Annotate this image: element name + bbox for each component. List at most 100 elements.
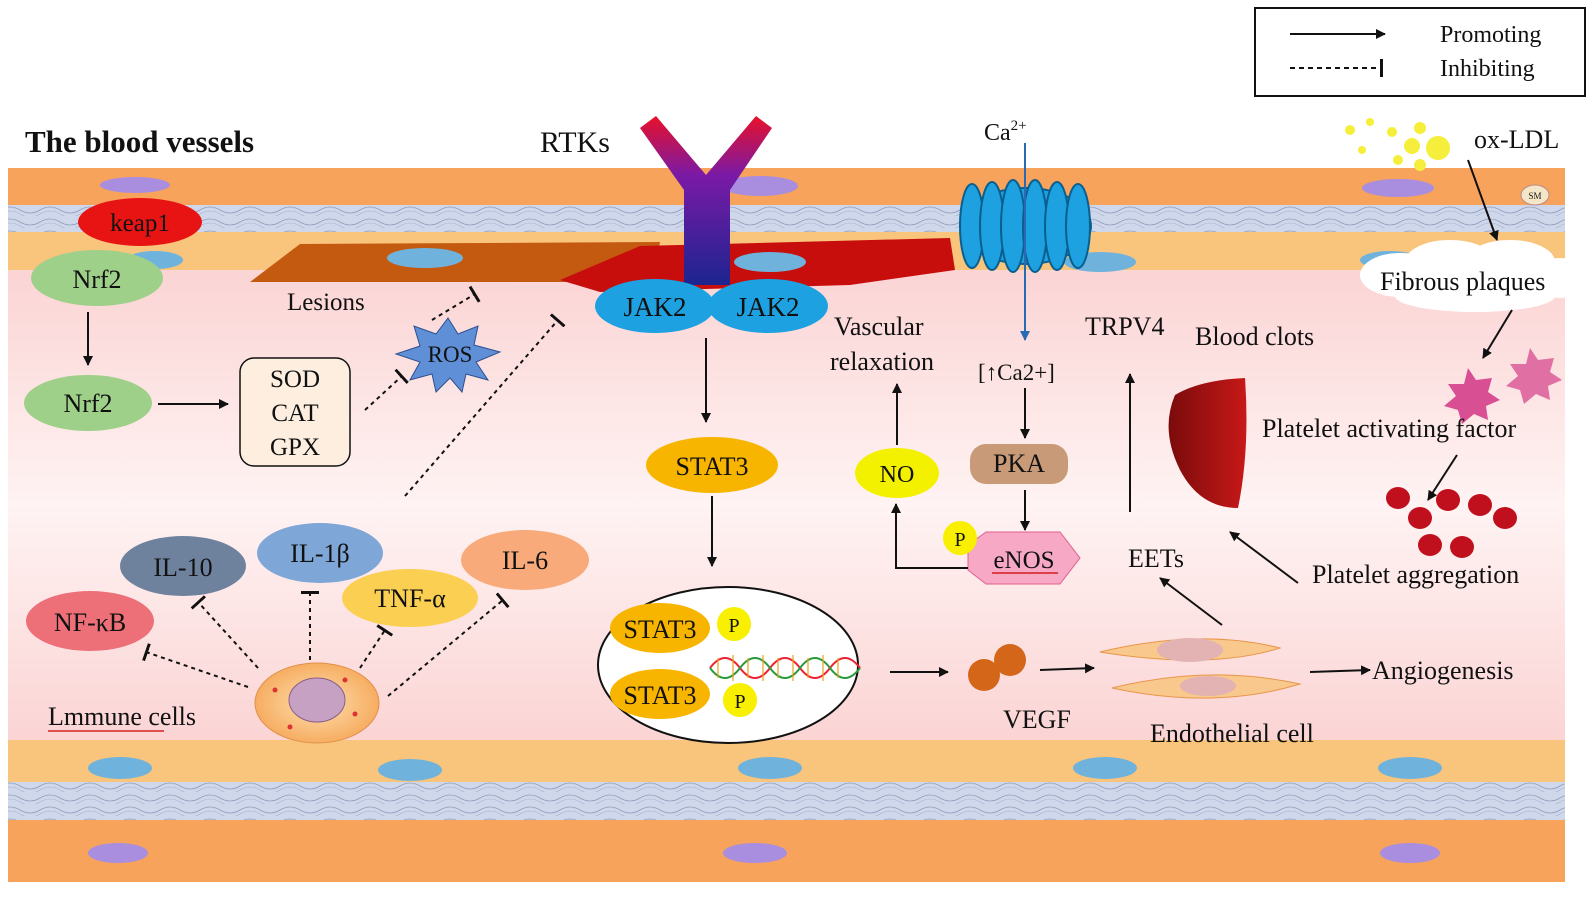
vegf-label: VEGF: [1003, 705, 1071, 734]
vegf-particle: [968, 659, 1000, 691]
blood-clots-label: Blood clots: [1195, 322, 1314, 351]
endothelial-nucleus: [1157, 638, 1223, 662]
lesions-label: Lesions: [287, 289, 365, 316]
tnfa-label: TNF-α: [374, 584, 446, 613]
enzyme-gpx: GPX: [270, 434, 320, 461]
arrow-to-angiogenesis: [1309, 665, 1371, 676]
page-title: The blood vessels: [25, 124, 254, 159]
arrow-plaques-to-paf: [1482, 309, 1513, 359]
enzyme-sod: SOD: [270, 366, 320, 393]
phospho-badge: [723, 683, 757, 717]
nrf2-free-label: Nrf2: [63, 389, 112, 418]
immune-cells-label: Lmmune cells: [48, 702, 196, 731]
granule: [342, 677, 348, 683]
no-label: NO: [880, 462, 915, 488]
stat3-dimer-top: [610, 603, 710, 653]
il1b-label: IL-1β: [290, 539, 349, 568]
nucleus: [738, 757, 802, 779]
trpv4-label: TRPV4: [1085, 312, 1164, 341]
inhibit-immune-to-il10: [190, 595, 259, 669]
arrow-paf-to-aggregation: [1427, 454, 1458, 501]
immune-cell-nucleus: [288, 677, 346, 723]
pka-node: [970, 444, 1068, 484]
nucleus: [1378, 757, 1442, 779]
jak2-right-label: JAK2: [736, 292, 799, 322]
il10-node: [120, 536, 246, 596]
sm-badge: [1520, 184, 1550, 206]
endothelial-cell-label: Endothelial cell: [1150, 719, 1314, 748]
granule: [287, 724, 293, 730]
legend-box: [1254, 7, 1586, 97]
il1b-node: [257, 523, 383, 583]
inhibit-ros-to-lesions: [431, 285, 481, 321]
nucleus: [100, 177, 170, 193]
stat3-dimer-top-label: STAT3: [623, 615, 696, 644]
nucleus: [1073, 757, 1137, 779]
blood-clot-shape: [1168, 378, 1247, 508]
inhibit-enzymes-to-ros: [364, 368, 409, 411]
il6-label: IL-6: [502, 546, 548, 575]
nrf2-bound-label: Nrf2: [72, 265, 121, 294]
nrf2-free-node: [24, 375, 152, 431]
fibrous-plaques-label: Fibrous plaques: [1380, 267, 1545, 296]
paf-star: [1506, 348, 1562, 404]
calcium-label: Ca2+: [984, 118, 1027, 146]
vegf-particle: [994, 644, 1026, 676]
jak2-right: [708, 279, 828, 333]
ox-ldl-label: ox-LDL: [1474, 125, 1559, 154]
calcium-increase-label: [↑Ca2+]: [978, 360, 1055, 385]
arrow-oxldl-to-plaques: [1467, 159, 1499, 241]
rtk-receptor: [640, 116, 772, 285]
platelet-aggregation-label: Platelet aggregation: [1312, 560, 1519, 589]
ros-star: [394, 317, 502, 394]
no-node: [855, 448, 939, 498]
smooth-muscle-layer-bottom: [8, 820, 1565, 882]
stat3-node: [646, 437, 778, 493]
paf-label: Platelet activating factor: [1262, 414, 1516, 443]
jak2-left-label: JAK2: [623, 292, 686, 322]
nucleus: [734, 252, 806, 272]
phospho-label: P: [734, 691, 745, 713]
vascular-relaxation-label-line1: Vascular: [834, 312, 924, 341]
inhibit-immune-to-il6: [387, 592, 510, 697]
granule: [272, 687, 278, 693]
rtks-label: RTKs: [540, 126, 610, 159]
nrf2-bound-node: [31, 250, 163, 306]
nucleus: [378, 759, 442, 781]
inhibit-immune-to-nfkb: [142, 643, 249, 688]
dna-helix: [709, 655, 861, 681]
sm-label: SM: [1528, 191, 1541, 201]
antioxidant-enzymes-box: [239, 357, 351, 467]
nucleus: [722, 176, 798, 196]
stat3-dimer-bottom: [610, 669, 710, 719]
tnfa-node: [342, 569, 478, 627]
elastic-lamina-top: [8, 205, 1565, 235]
inhibit-immune-to-lesions: [404, 313, 566, 497]
enzyme-cat: CAT: [271, 400, 318, 427]
phospho-badge: [943, 521, 977, 555]
phospho-badge: [717, 607, 751, 641]
enos-node: [967, 531, 1081, 585]
platelets: [1386, 487, 1517, 558]
angiogenesis-label: Angiogenesis: [1372, 656, 1514, 685]
ox-ldl-particles: [1345, 118, 1450, 171]
elastic-lamina-bottom: [8, 782, 1565, 822]
il6-node: [461, 530, 589, 590]
endothelial-nucleus: [1180, 676, 1236, 696]
nfkb-label: NF-κB: [54, 608, 126, 637]
nucleus: [88, 843, 148, 863]
nucleus: [723, 843, 787, 863]
vascular-relaxation-label-line2: relaxation: [830, 347, 934, 376]
nucleus: [1362, 179, 1434, 197]
arrow-endothelial-to-eets: [1159, 577, 1223, 626]
legend-inhibiting-label: Inhibiting: [1440, 56, 1535, 82]
granule: [352, 711, 358, 717]
jak2-left: [595, 279, 715, 333]
fibrous-plaques-cloud: [1360, 240, 1590, 312]
nucleus: [387, 248, 463, 268]
nucleus: [1380, 843, 1440, 863]
nfkb-node: [26, 591, 154, 651]
pka-label: PKA: [993, 449, 1045, 478]
